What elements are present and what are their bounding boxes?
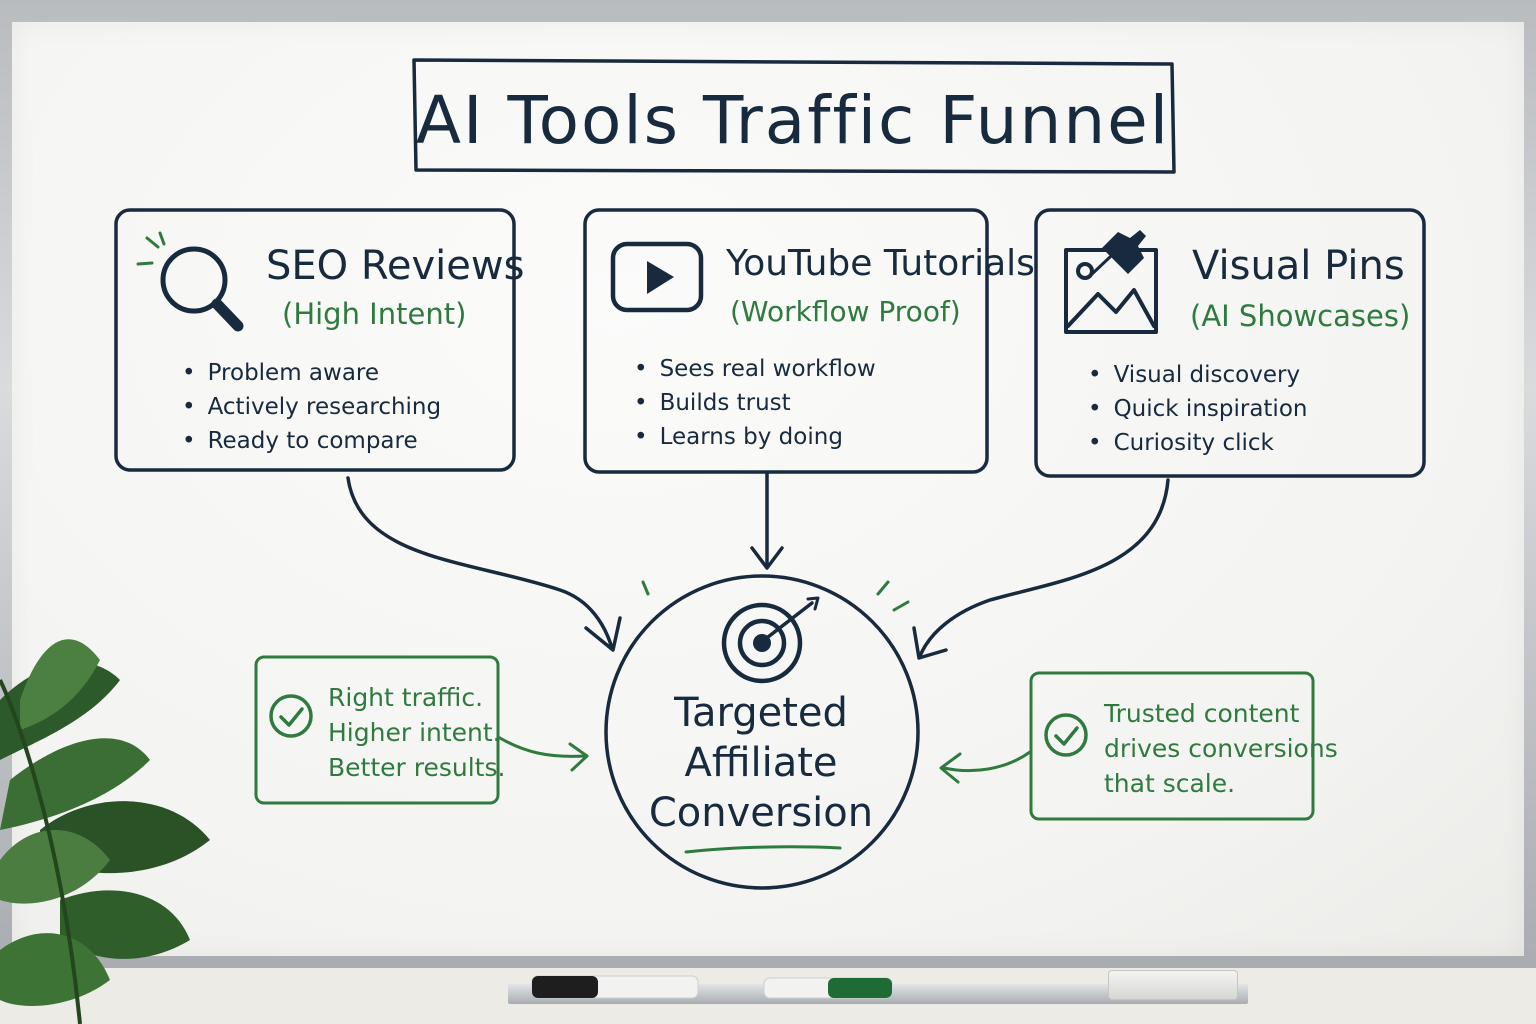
note-line: drives conversions xyxy=(1104,734,1338,763)
target-arrow-icon xyxy=(720,596,824,686)
note-left: Right traffic. Higher intent. Better res… xyxy=(328,680,505,785)
pins-arrow xyxy=(918,478,1170,658)
eraser xyxy=(1108,970,1238,1000)
note-line: Right traffic. xyxy=(328,683,484,712)
target-line: Affiliate xyxy=(684,740,838,786)
note-line: Higher intent. xyxy=(328,718,501,747)
target-circle xyxy=(604,574,920,890)
title-box xyxy=(412,58,1176,174)
pinned-image-icon xyxy=(1062,222,1162,336)
note-right: Trusted content drives conversions that … xyxy=(1104,696,1338,801)
source-title-youtube: YouTube Tutorials xyxy=(726,243,1035,284)
note-box-left xyxy=(254,655,500,805)
pins-box xyxy=(1034,208,1426,478)
target-line: Targeted xyxy=(674,690,848,736)
list-item: Actively researching xyxy=(182,390,442,424)
check-circle-icon xyxy=(1045,714,1087,756)
list-item: Visual discovery xyxy=(1088,358,1307,392)
target-arrow-icon-strokes xyxy=(721,596,820,684)
check-circle-icon-strokes xyxy=(269,694,1088,757)
plant xyxy=(0,639,210,1024)
target-line: Conversion xyxy=(648,790,874,836)
youtube-box xyxy=(583,208,989,474)
seo-arrow xyxy=(346,476,614,650)
note-line: Trusted content xyxy=(1104,699,1300,728)
diagram-title: AI Tools Traffic Funnel xyxy=(415,82,1171,159)
source-bullets-pins: Visual discovery Quick inspiration Curio… xyxy=(1088,358,1308,460)
list-item: Learns by doing xyxy=(634,420,876,454)
source-subtitle-seo: (High Intent) xyxy=(282,297,467,331)
source-bullets-youtube: Sees real workflow Builds trust Learns b… xyxy=(634,352,876,454)
magnifier-icon-strokes xyxy=(160,246,244,332)
list-item: Quick inspiration xyxy=(1088,392,1308,426)
note-line: Better results. xyxy=(328,753,506,782)
target-label: Targeted Affiliate Conversion xyxy=(606,688,916,838)
underline xyxy=(684,845,842,854)
note-line: that scale. xyxy=(1104,769,1236,798)
check-circle-icon xyxy=(270,696,312,738)
play-button-icon xyxy=(610,240,704,314)
list-item: Ready to compare xyxy=(182,424,441,458)
source-title-seo: SEO Reviews xyxy=(266,243,525,289)
list-item: Builds trust xyxy=(634,386,876,420)
source-title-pins: Visual Pins xyxy=(1192,243,1405,289)
source-subtitle-youtube: (Workflow Proof) xyxy=(730,295,961,328)
list-item: Sees real workflow xyxy=(634,352,876,386)
seo-box xyxy=(114,208,516,472)
source-subtitle-pins: (AI Showcases) xyxy=(1190,299,1411,333)
list-item: Curiosity click xyxy=(1088,426,1307,460)
list-item: Problem aware xyxy=(182,356,441,390)
source-bullets-seo: Problem aware Actively researching Ready… xyxy=(182,356,442,458)
note-box-right xyxy=(1029,671,1315,821)
play-button-icon-strokes xyxy=(610,241,704,313)
